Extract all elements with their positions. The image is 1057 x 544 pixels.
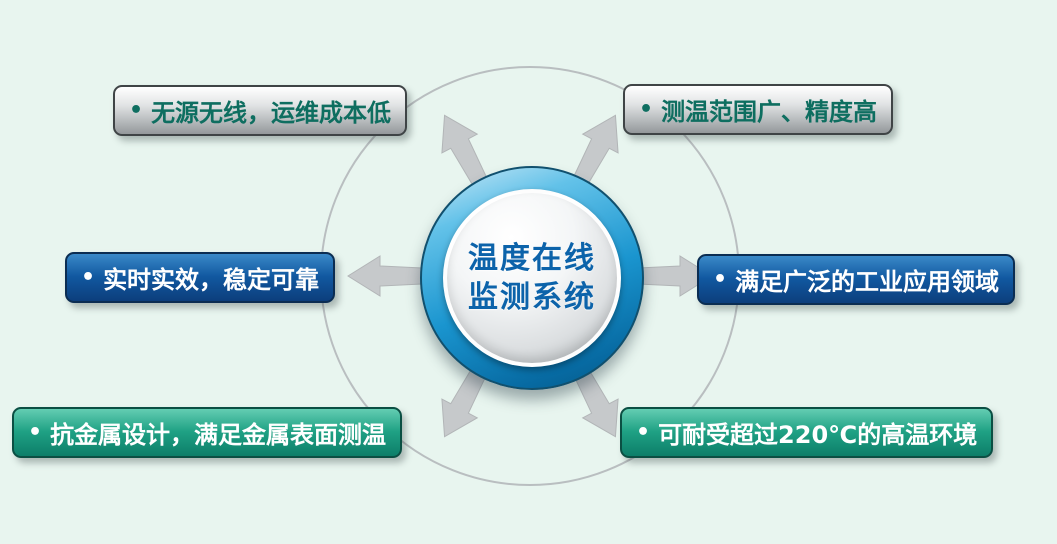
center-title: 温度在线 监测系统: [468, 239, 596, 317]
bullet-icon: •: [639, 97, 654, 122]
feature-label-passive-wireless: • 无源无线，运维成本低: [113, 85, 408, 136]
center-title-line1: 温度在线: [468, 241, 596, 276]
bullet-icon: •: [129, 98, 144, 123]
bullet-icon: •: [636, 420, 651, 445]
feature-label-text: 抗金属设计，满足金属表面测温: [50, 421, 387, 449]
arrow-left-icon: [347, 255, 423, 297]
center-circle: 温度在线 监测系统: [420, 166, 644, 390]
feature-label-anti-metal-design: • 抗金属设计，满足金属表面测温: [12, 407, 403, 458]
feature-label-industrial-applications: • 满足广泛的工业应用领域: [697, 254, 1016, 305]
feature-label-text: 测温范围广、精度高: [661, 98, 878, 126]
center-sphere: 温度在线 监测系统: [443, 189, 621, 367]
feature-label-text: 可耐受超过220℃的高温环境: [658, 421, 978, 449]
feature-label-text: 实时实效，稳定可靠: [103, 266, 320, 294]
center-title-line2: 监测系统: [468, 280, 596, 315]
bullet-icon: •: [81, 265, 96, 290]
bullet-icon: •: [713, 267, 728, 292]
bullet-icon: •: [28, 420, 43, 445]
feature-label-high-temperature: • 可耐受超过220℃的高温环境: [620, 407, 994, 458]
feature-label-measure-range: • 测温范围广、精度高: [623, 84, 894, 135]
feature-label-text: 无源无线，运维成本低: [151, 99, 392, 127]
feature-label-realtime-reliable: • 实时实效，稳定可靠: [65, 252, 336, 303]
feature-label-text: 满足广泛的工业应用领域: [735, 268, 1000, 296]
